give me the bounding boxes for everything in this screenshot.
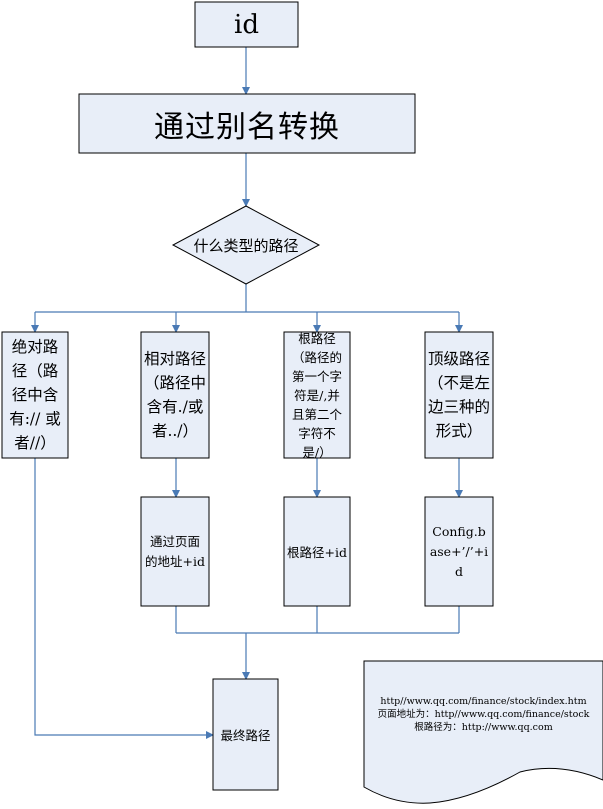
- node-final-label: 最终路径: [220, 728, 271, 743]
- node-root-box: [283, 331, 351, 459]
- note-document-shape: [363, 660, 603, 804]
- note-line-1: http//www.qq.com/finance/stock/index.htm: [380, 696, 587, 707]
- node-top-result-label: Config.base+’/’+id: [429, 523, 489, 579]
- node-decision-diamond: [171, 205, 321, 285]
- note-line-2: 页面地址为：http//www.qq.com/finance/stock: [377, 709, 590, 720]
- node-relative-result-box: [140, 496, 210, 607]
- node-root-label: 根路径（路径的第一个字符是/,并且第二个字符不是/）: [291, 330, 342, 460]
- node-root-result-label: 根路径+id: [287, 545, 347, 560]
- node-id-box: [194, 1, 299, 48]
- node-decision-label: 什么类型的路径: [193, 236, 299, 255]
- node-absolute-box: [1, 331, 69, 459]
- note-line-3: 根路径为：http://www.qq.com: [414, 722, 553, 733]
- node-relative-result-label: 通过页面的地址+id: [145, 533, 205, 569]
- node-top-box: [424, 331, 494, 459]
- node-top-label: 顶级路径（不是左边三种的形式）: [428, 350, 491, 440]
- node-final-box: [212, 678, 279, 791]
- node-relative-box: [140, 331, 210, 459]
- node-alias-label: 通过别名转换: [154, 109, 340, 145]
- connector-absolute-to-final: [34, 458, 214, 739]
- node-alias-box: [78, 93, 416, 154]
- note-text: http//www.qq.com/finance/stock/index.htm…: [366, 695, 601, 734]
- node-top-result-box: [424, 496, 494, 607]
- node-absolute-label: 绝对路径（路径中含有:// 或者//）: [9, 338, 61, 452]
- node-root-result-box: [283, 496, 351, 607]
- node-id-label: id: [234, 9, 259, 40]
- node-relative-label: 相对路径（路径中含有./或者../）: [144, 350, 207, 440]
